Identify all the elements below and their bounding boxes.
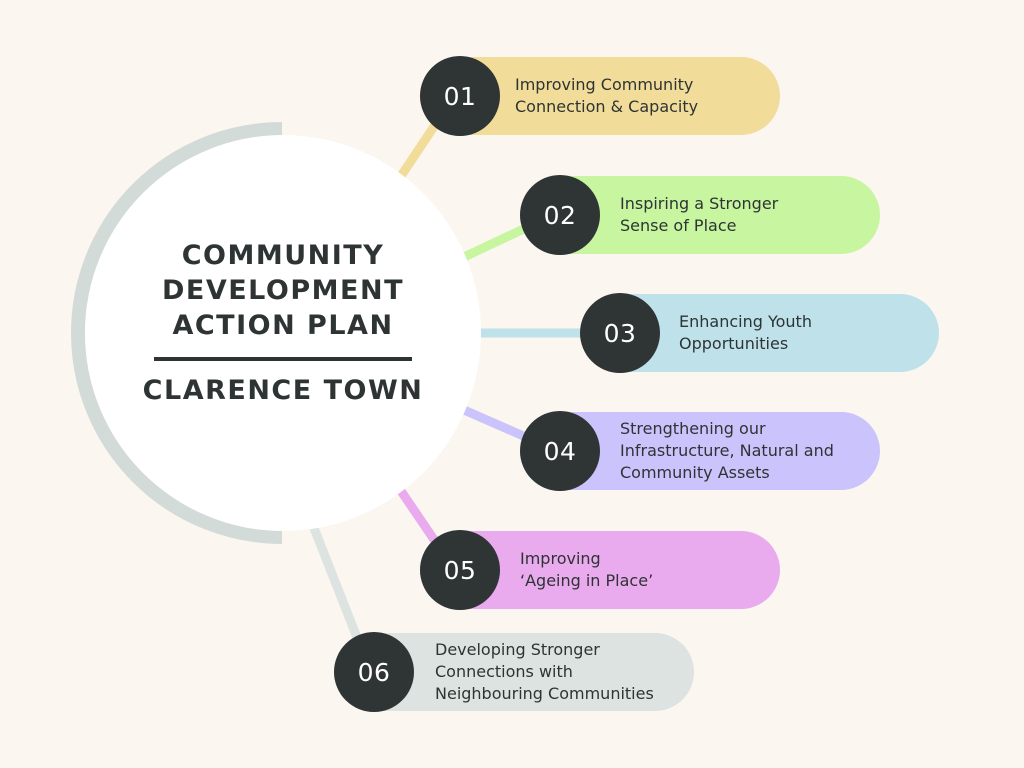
connector-6 [309, 526, 363, 642]
step-2: 02 Inspiring a Stronger Sense of Place [520, 175, 880, 255]
connector-2 [462, 222, 530, 262]
step-6-label: Developing Stronger Connections with Nei… [435, 640, 654, 703]
outer-ring-arc [71, 122, 283, 544]
step-6: 06 Developing Stronger Connections with … [334, 632, 694, 712]
step-4: 04 Strengthening our Infrastructure, Nat… [520, 411, 880, 491]
step-1-number-badge: 01 [420, 56, 500, 136]
center-circle: COMMUNITY DEVELOPMENT ACTION PLAN CLAREN… [85, 135, 481, 531]
step-5: 05 Improving ‘Ageing in Place’ [420, 530, 780, 610]
step-4-number-badge: 04 [520, 411, 600, 491]
step-1-label: Improving Community Connection & Capacit… [515, 75, 699, 116]
step-3-number-badge: 03 [580, 293, 660, 373]
step-2-label: Inspiring a Stronger Sense of Place [620, 194, 779, 235]
step-4-label: Strengthening our Infrastructure, Natura… [620, 419, 834, 482]
connector-5 [397, 488, 441, 547]
step-1: 01 Improving Community Connection & Capa… [420, 56, 780, 136]
step-2-number-badge: 02 [520, 175, 600, 255]
hub-subtitle: CLARENCE TOWN [142, 375, 424, 406]
connector-4 [462, 405, 530, 443]
hub-divider [154, 357, 412, 361]
step-3: 03 Enhancing Youth Opportunities [580, 293, 939, 373]
step-5-number-badge: 05 [420, 530, 500, 610]
hub-title: COMMUNITY DEVELOPMENT ACTION PLAN [161, 240, 404, 341]
step-3-label: Enhancing Youth Opportunities [679, 312, 812, 353]
connector-1 [397, 119, 441, 179]
step-5-label: Improving ‘Ageing in Place’ [520, 549, 654, 590]
step-6-number-badge: 06 [334, 632, 414, 712]
